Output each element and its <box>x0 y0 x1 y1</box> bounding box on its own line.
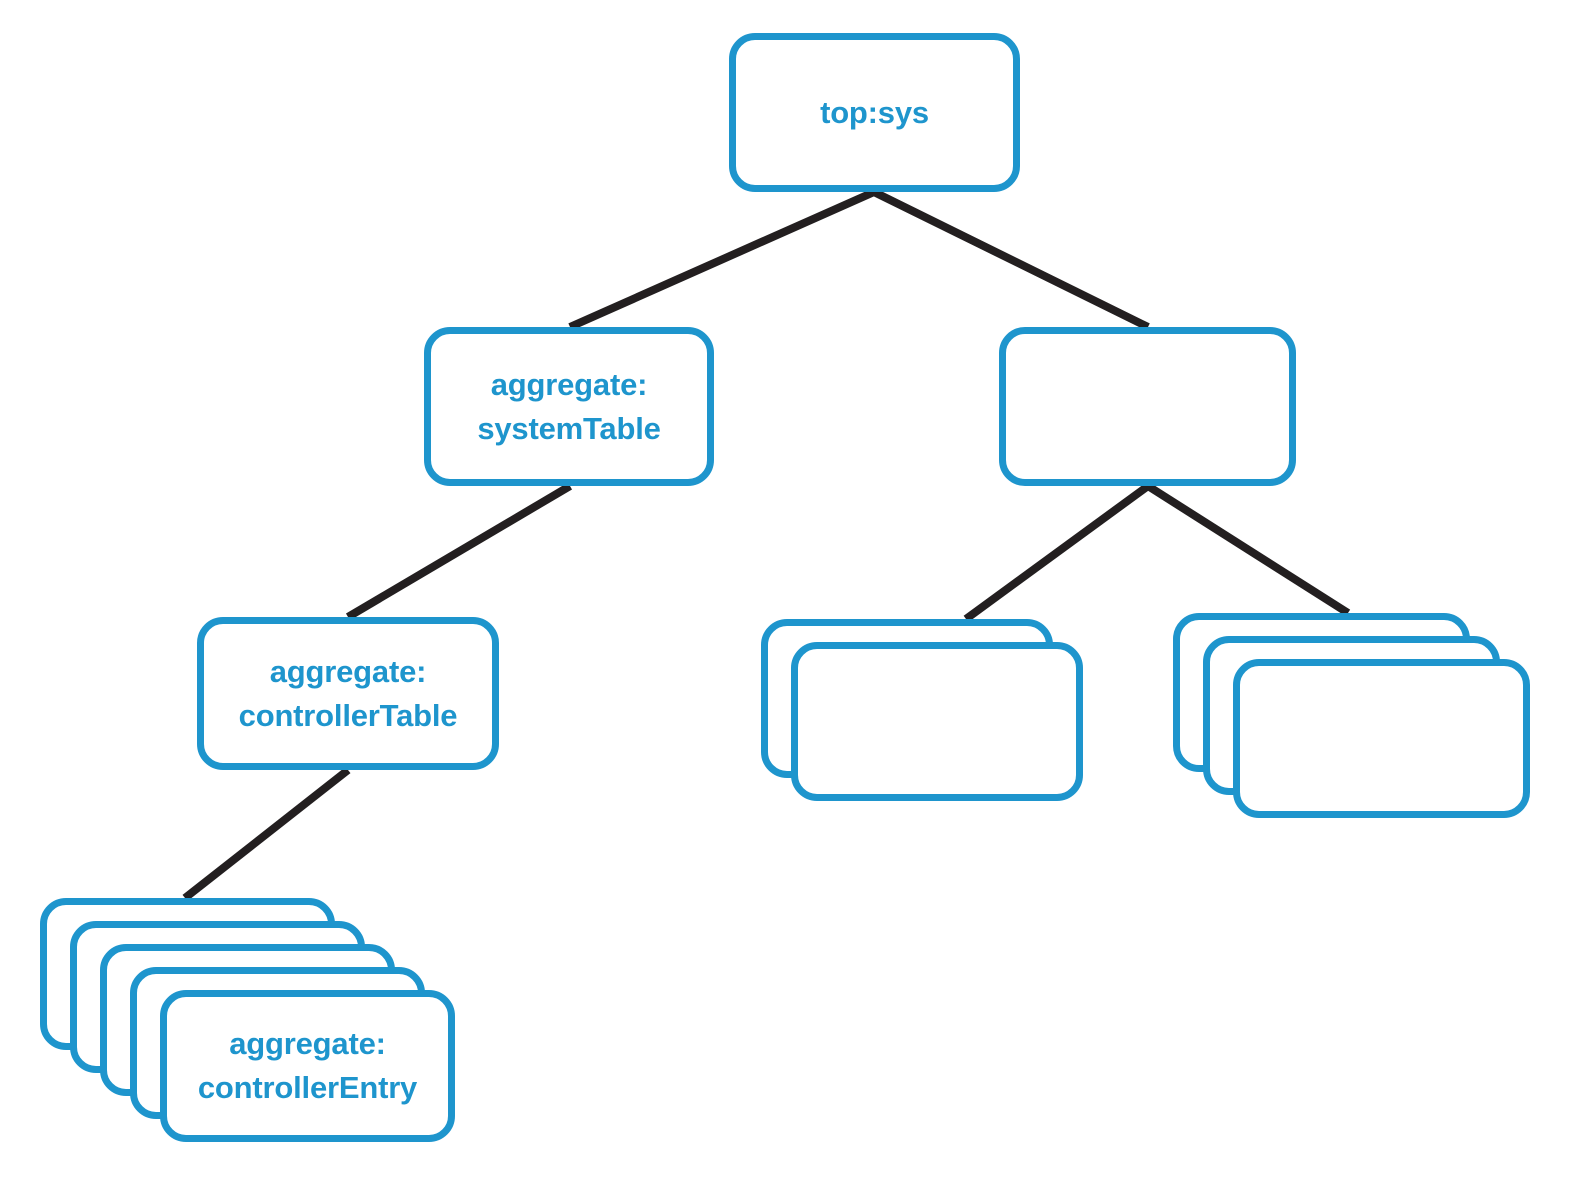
node-box[interactable] <box>999 327 1296 486</box>
node-label: top:sys <box>820 94 929 130</box>
edge-controllertable-to-controllerentry <box>182 766 351 902</box>
node-aggregate-system-table[interactable]: aggregate: systemTable <box>424 327 714 486</box>
node-box[interactable]: aggregate: controllerTable <box>197 617 499 770</box>
node-unlabeled-level2-right-stack[interactable] <box>1173 613 1530 818</box>
node-aggregate-controller-table[interactable]: aggregate: controllerTable <box>197 617 499 770</box>
node-top-sys[interactable]: top:sys <box>729 33 1020 192</box>
edge-top-to-unlabeled-right <box>872 188 1150 331</box>
edge-top-to-systemtable <box>568 188 876 331</box>
node-label: aggregate: systemTable <box>477 366 661 446</box>
node-label: aggregate: controllerEntry <box>197 1026 418 1105</box>
node-label: aggregate: controllerTable <box>238 653 458 733</box>
node-box[interactable]: top:sys <box>729 33 1020 192</box>
node-card[interactable] <box>1233 659 1530 818</box>
edge-right-to-right-stack <box>1145 482 1351 617</box>
node-unlabeled-level1-right[interactable] <box>999 327 1296 486</box>
node-card[interactable] <box>791 642 1083 801</box>
node-aggregate-controller-entry[interactable]: aggregate: controllerEntry <box>40 898 455 1142</box>
node-unlabeled-level2-middle-stack[interactable] <box>761 619 1083 801</box>
edge-systemtable-to-controllertable <box>345 482 573 621</box>
node-box[interactable]: aggregate: systemTable <box>424 327 714 486</box>
edge-right-to-middle-stack <box>963 482 1151 623</box>
node-card[interactable]: aggregate: controllerEntry <box>160 990 455 1142</box>
